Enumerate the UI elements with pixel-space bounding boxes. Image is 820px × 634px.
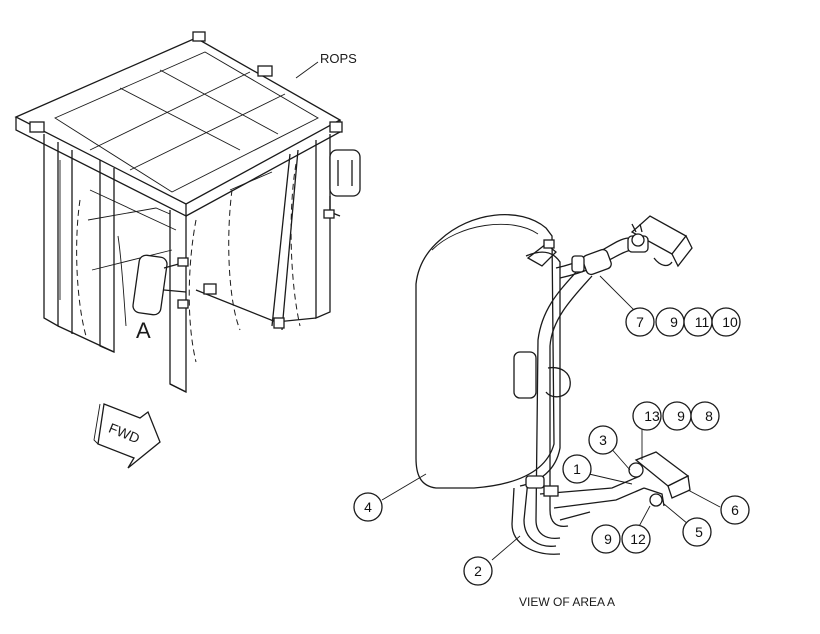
callout-10-text: 10 [722,314,738,330]
callout-7: 7 [625,307,655,337]
callout-4-text: 4 [364,499,372,515]
callout-8: 8 [690,401,720,431]
fwd-arrow: FWD [93,403,161,469]
view-caption: VIEW OF AREA A [519,595,615,609]
callout-5: 5 [682,517,712,547]
area-a-marker: A [136,318,151,343]
callout-9-upper: 9 [655,307,685,337]
callout-9-mid: 9 [662,401,692,431]
callout-1-text: 1 [573,461,581,477]
callout-9-upper-text: 9 [670,314,678,330]
callout-9-lower: 9 [591,524,621,554]
rops-assembly [14,31,361,394]
callout-9-mid-text: 9 [677,408,685,424]
callout-12-text: 12 [630,531,646,547]
callout-6: 6 [720,495,750,525]
callout-group: 7 9 11 10 13 9 8 3 1 4 6 5 9 12 2 [353,307,750,586]
callout-4: 4 [353,492,383,522]
callout-2-text: 2 [474,563,482,579]
leader-lines [381,275,721,561]
callout-10: 10 [711,307,741,337]
callout-3: 3 [588,425,618,455]
callout-1: 1 [562,454,592,484]
callout-7-text: 7 [636,314,644,330]
callout-13-text: 13 [644,408,660,424]
callout-8-text: 8 [705,408,713,424]
callout-9-lower-text: 9 [604,531,612,547]
callout-3-text: 3 [599,432,607,448]
callout-11-text: 11 [695,314,710,330]
rops-label: ROPS [320,51,357,66]
callout-6-text: 6 [731,502,739,518]
callout-2: 2 [463,556,493,586]
rops-leader [295,61,319,79]
callout-13: 13 [632,401,662,431]
callout-11: 11 [683,307,713,337]
mirror-detail [415,214,693,555]
callout-5-text: 5 [695,524,703,540]
callout-12: 12 [621,524,651,554]
